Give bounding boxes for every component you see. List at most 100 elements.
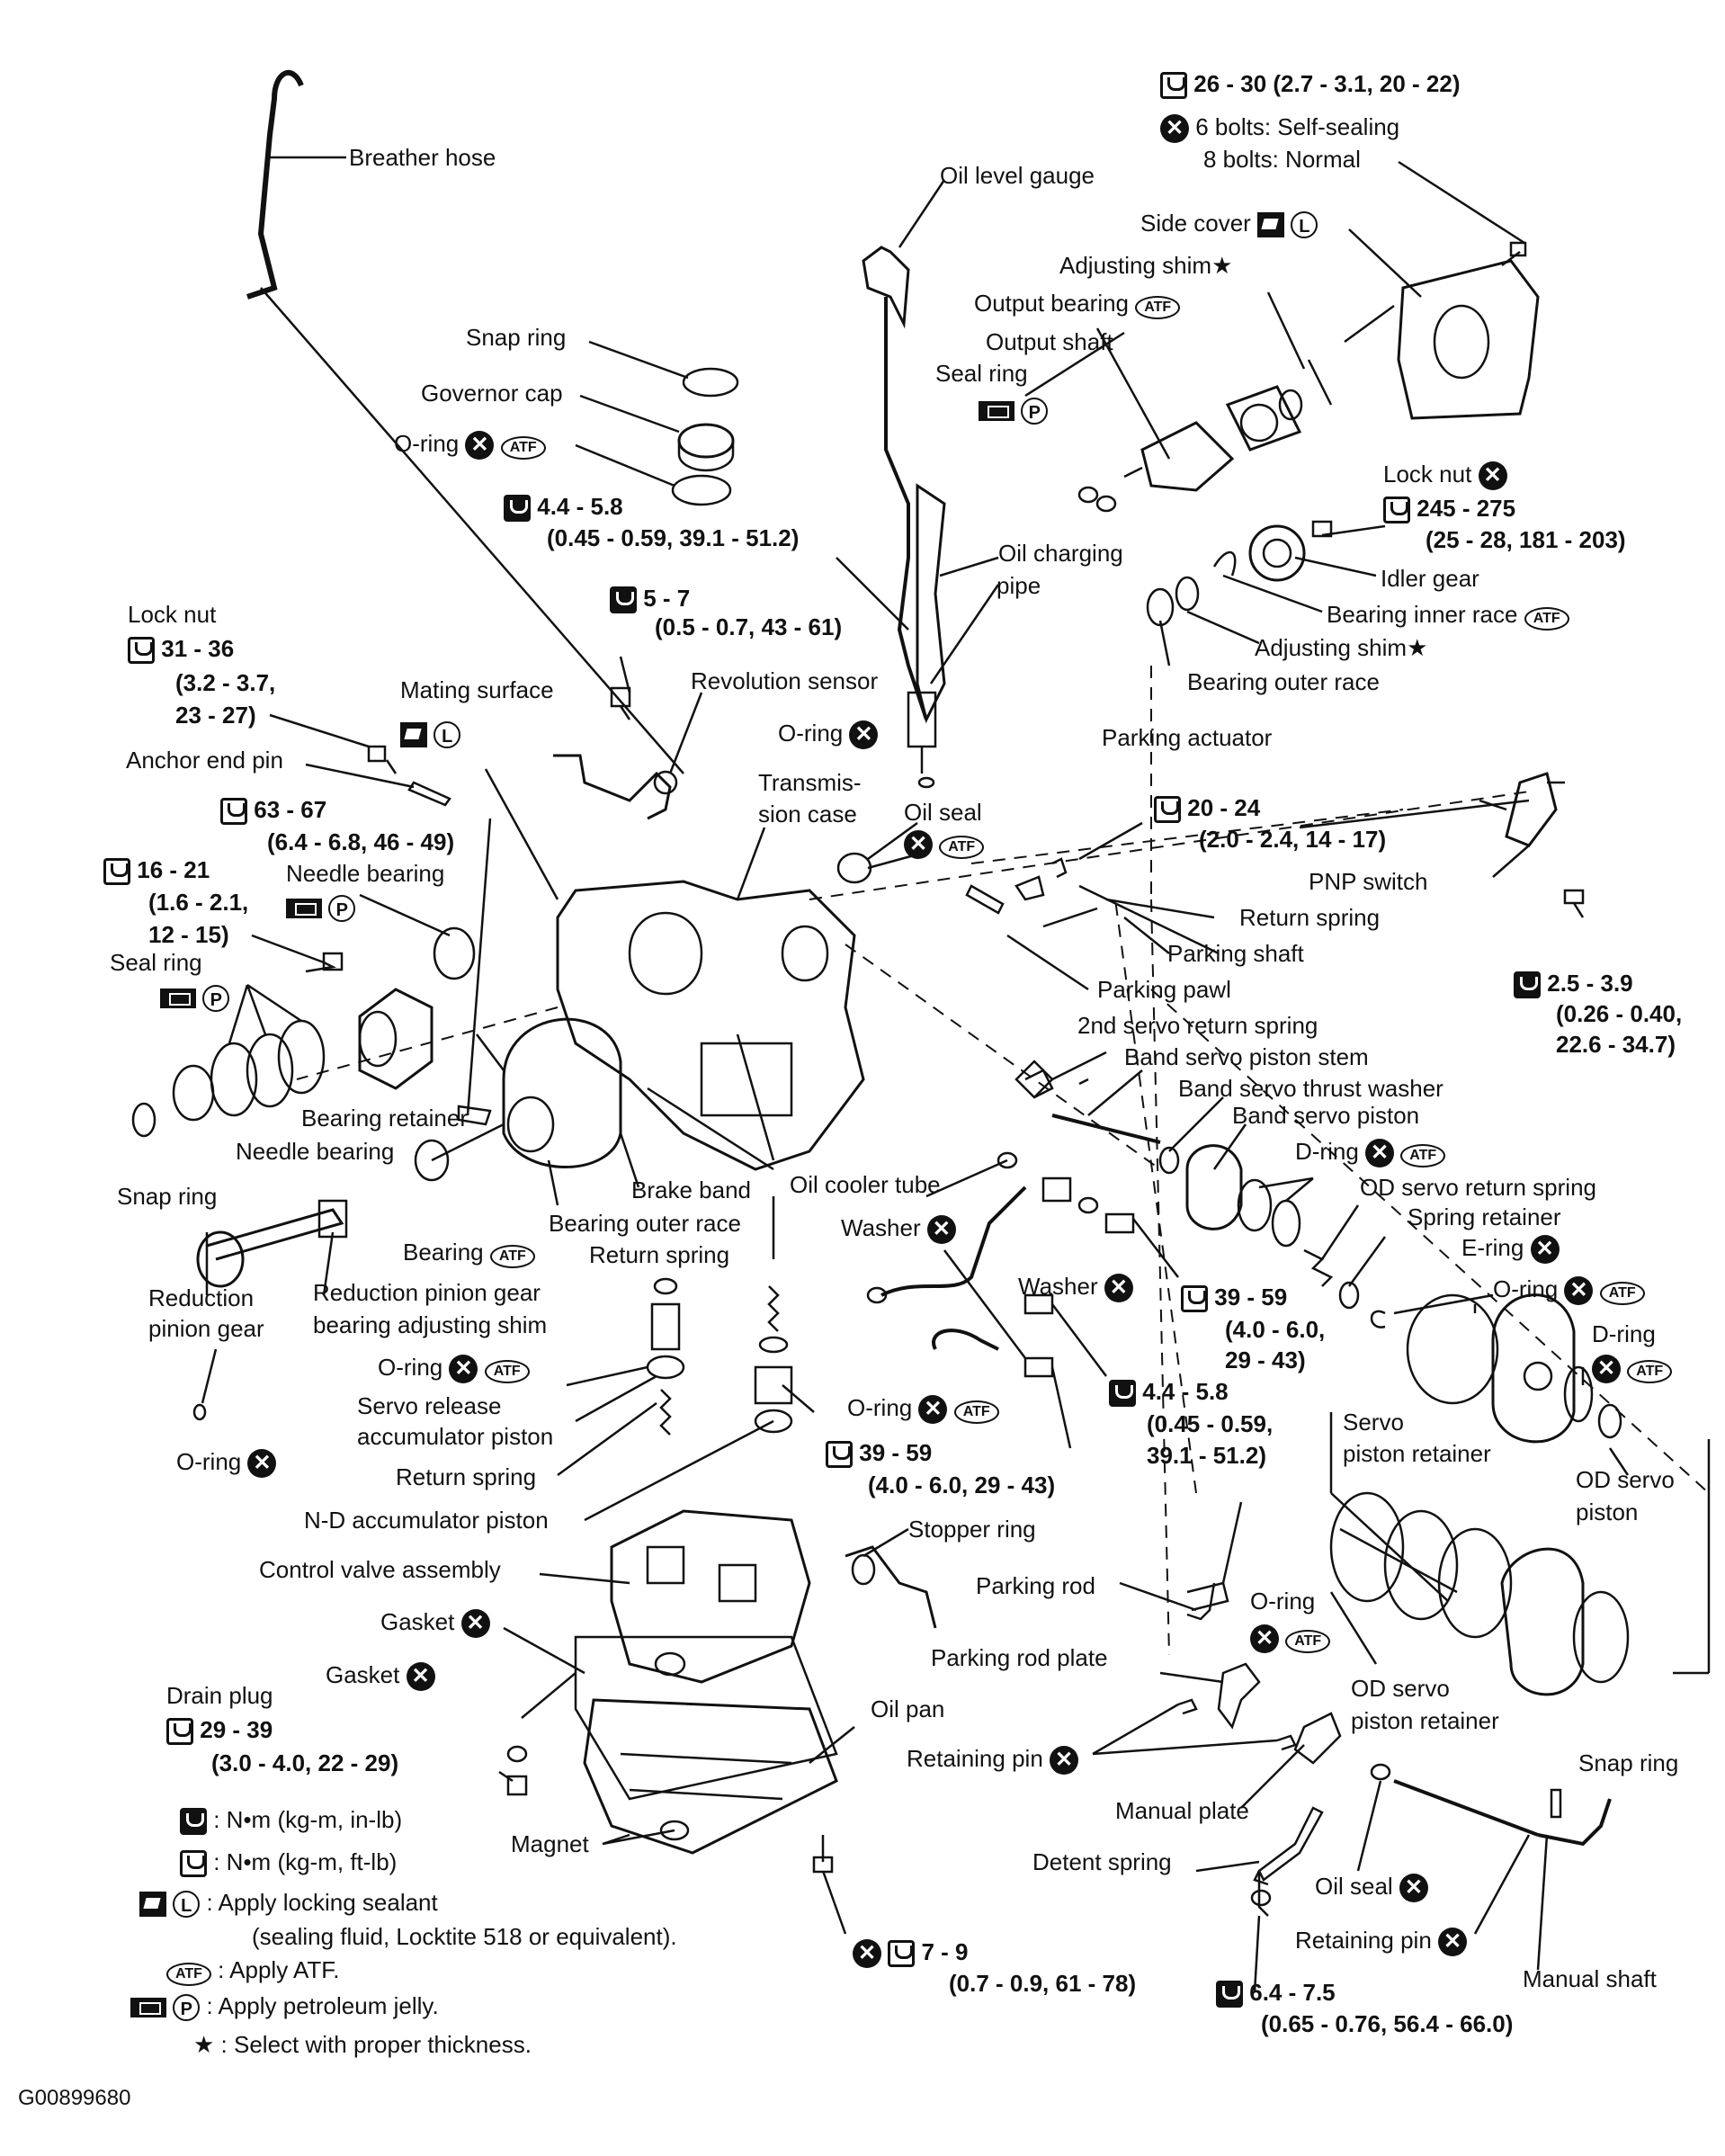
torque-32: (3.2 - 3.7, xyxy=(175,669,276,696)
output-bearing-text: Output bearing xyxy=(974,290,1130,317)
o-ring-2-text: O-ring xyxy=(778,720,844,747)
bearing-inner-race-label: Bearing inner race ATF xyxy=(1327,601,1569,631)
o-ring-7-label: O-ring xyxy=(1250,1588,1316,1615)
side-cover-label: Side cover L xyxy=(1140,210,1318,239)
od-servo-return-spring-label: OD servo return spring xyxy=(1360,1174,1596,1201)
oil-seal-2-text: Oil seal xyxy=(1315,1873,1393,1900)
bearing-text: Bearing xyxy=(403,1239,484,1266)
servo-piston-retainer-2: piston retainer xyxy=(1343,1440,1491,1467)
retaining-pin-1-text: Retaining pin xyxy=(907,1745,1043,1772)
control-valve-shape xyxy=(610,1509,811,1684)
nd-accumulator-label: N-D accumulator piston xyxy=(304,1507,549,1534)
replace-icon: ✕ xyxy=(849,720,879,750)
torque-inlb-icon xyxy=(610,586,637,614)
torque-ftlb-icon xyxy=(220,798,247,826)
bearing-inner-race-text: Bearing inner race xyxy=(1327,601,1518,628)
brake-band-label: Brake band xyxy=(631,1176,751,1203)
jelly-p-icon: P xyxy=(202,985,230,1013)
governor-cap-label: Governor cap xyxy=(421,380,563,407)
band-servo-piston-shape xyxy=(1185,1144,1243,1230)
replace-icon: ✕ xyxy=(1104,1274,1133,1303)
torque-5-7: 5 - 7 xyxy=(610,585,690,614)
e-ring-text: E-ring xyxy=(1461,1234,1524,1261)
torque-ftlb-icon xyxy=(826,1441,853,1469)
replace-icon: ✕ xyxy=(1050,1746,1079,1776)
torque-ftlb-icon xyxy=(180,1850,207,1878)
idler-gear-shape xyxy=(1248,524,1306,582)
locking-l-icon: L xyxy=(173,1891,201,1919)
pnp-switch-shape xyxy=(1505,772,1558,847)
torque-inlb-icon xyxy=(1109,1380,1136,1408)
output-shaft-label: Output shaft xyxy=(986,328,1113,355)
atf-icon: ATF xyxy=(489,1245,535,1268)
torque-64-75-text: 6.4 - 7.5 xyxy=(1249,1979,1336,2006)
return-spring-1-label: Return spring xyxy=(1239,904,1381,931)
o-ring-6-label: O-ring ✕ ATF xyxy=(847,1394,999,1425)
legend-petroleum-jelly: P : Apply petroleum jelly. xyxy=(130,1992,439,2022)
detent-spring-shape xyxy=(1257,1806,1324,1882)
detent-spring-label: Detent spring xyxy=(1032,1848,1172,1875)
washer-1-text: Washer xyxy=(841,1214,921,1241)
legend-nm-ftlb-text: : N•m (kg-m, ft-lb) xyxy=(213,1848,398,1875)
atf-icon: ATF xyxy=(1285,1630,1331,1653)
replace-icon: ✕ xyxy=(1399,1874,1428,1903)
star-icon: ★ xyxy=(193,2031,215,2058)
o-ring-6-text: O-ring xyxy=(847,1394,913,1421)
legend-select-thickness: ★ : Select with proper thickness. xyxy=(193,2031,532,2058)
torque-25-39: 2.5 - 3.9 xyxy=(1514,970,1633,999)
replace-icon: ✕ xyxy=(1250,1624,1279,1654)
breather-hose-shape xyxy=(246,70,304,300)
torque-16-text: 16 - 21 xyxy=(137,856,210,883)
parking-rod-label: Parking rod xyxy=(976,1572,1095,1599)
locking-l-icon: L xyxy=(1291,211,1318,239)
oil-pan-shape xyxy=(583,1698,838,1855)
torque-23: 23 - 27) xyxy=(175,702,256,729)
atf-icon: ATF xyxy=(1627,1360,1673,1383)
servo-release-1: Servo release xyxy=(357,1392,502,1419)
torque-63-text: 63 - 67 xyxy=(254,796,327,823)
torque-20b: (2.0 - 2.4, 14 - 17) xyxy=(1199,826,1387,853)
transmission-case-2: sion case xyxy=(758,801,857,828)
replace-icon: ✕ xyxy=(406,1662,435,1692)
torque-ftlb-icon xyxy=(128,637,155,665)
spring-retainer-label: Spring retainer xyxy=(1408,1203,1561,1230)
return-spring-2-label: Return spring xyxy=(589,1241,730,1268)
torque-39a: 39 - 59 xyxy=(1181,1284,1288,1313)
band-servo-thrust-washer-label: Band servo thrust washer xyxy=(1178,1075,1443,1102)
torque-07-09: (0.7 - 0.9, 61 - 78) xyxy=(949,1970,1137,1997)
o-ring-1-label: O-ring ✕ ATF xyxy=(394,430,546,461)
lock-nut-left: Lock nut xyxy=(128,601,217,628)
torque-side-cover: 26 - 30 (2.7 - 3.1, 20 - 22) xyxy=(1160,70,1461,100)
revolution-sensor-shape xyxy=(553,754,672,820)
replace-icon: ✕ xyxy=(460,1609,490,1639)
jelly-p-icon: P xyxy=(328,895,356,923)
torque-391-b: 39.1 - 51.2) xyxy=(1147,1442,1266,1469)
torque-ftlb-icon xyxy=(166,1718,193,1746)
replace-icon: ✕ xyxy=(853,1939,881,1969)
torque-ftlb-icon xyxy=(1181,1285,1208,1313)
replace-icon: ✕ xyxy=(247,1449,277,1479)
torque-40a: (4.0 - 6.0, xyxy=(1225,1316,1326,1343)
revolution-sensor-label: Revolution sensor xyxy=(691,667,879,694)
retaining-pin-2-text: Retaining pin xyxy=(1295,1927,1432,1954)
retaining-pin-2-label: Retaining pin ✕ xyxy=(1295,1927,1468,1957)
torque-44-a-text: 4.4 - 5.8 xyxy=(537,493,623,520)
bearing-outer-race-mid-label: Bearing outer race xyxy=(549,1210,741,1237)
bolts-self-sealing: ✕ 6 bolts: Self-sealing xyxy=(1160,113,1399,144)
mating-surface-label: Mating surface xyxy=(400,676,554,703)
pnp-switch-label: PNP switch xyxy=(1309,868,1428,895)
atf-icon: ATF xyxy=(500,436,546,460)
replace-icon: ✕ xyxy=(1160,114,1189,144)
petroleum-jelly-icon xyxy=(160,989,196,1009)
torque-39a-text: 39 - 59 xyxy=(1214,1284,1288,1311)
legend-nm-inlb-text: : N•m (kg-m, in-lb) xyxy=(213,1806,403,1833)
torque-16: 16 - 21 xyxy=(103,856,210,886)
torque-16b: (1.6 - 2.1, xyxy=(148,889,249,916)
legend-locking-sealant-text: : Apply locking sealant xyxy=(206,1889,438,1916)
torque-31-text: 31 - 36 xyxy=(161,635,235,662)
snap-ring-left-label: Snap ring xyxy=(117,1183,218,1210)
jelly-p-icon: P xyxy=(173,1994,201,2022)
oil-level-gauge-label: Oil level gauge xyxy=(940,162,1095,189)
retaining-pin-1-label: Retaining pin ✕ xyxy=(907,1745,1079,1776)
torque-045-b: (0.45 - 0.59, xyxy=(1147,1410,1274,1437)
